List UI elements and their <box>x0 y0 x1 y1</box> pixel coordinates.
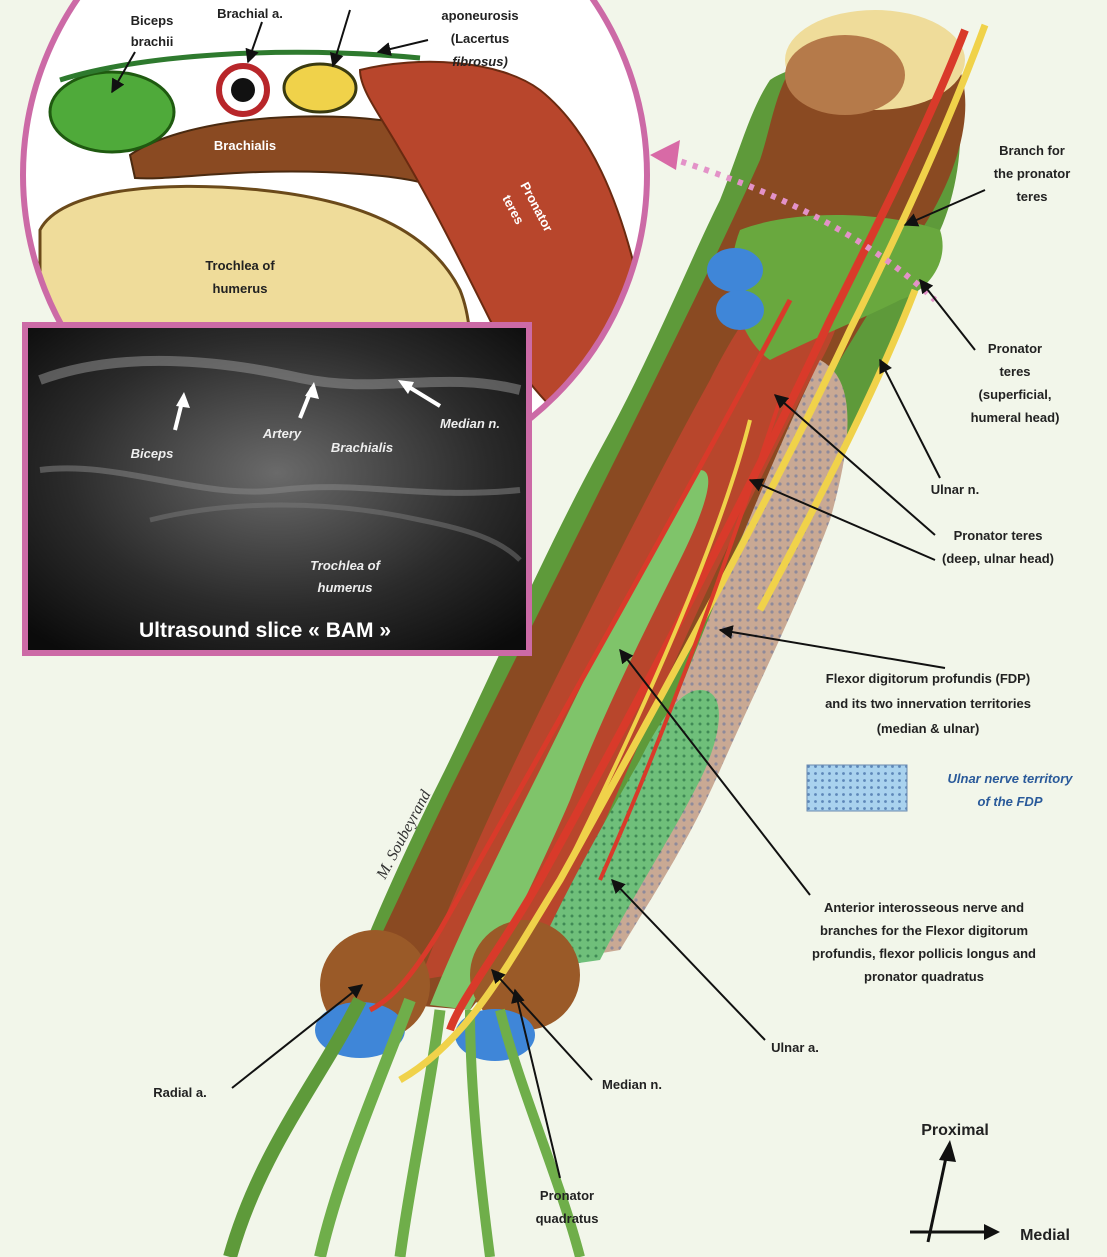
label-fdp-2: and its two innervation territories <box>825 696 1031 711</box>
proximal-bone-blue-1 <box>707 248 763 292</box>
brachial-artery-lumen <box>231 78 255 102</box>
pointer-pronator-superficial <box>920 280 975 350</box>
label-anterior-interosseous-4: pronator quadratus <box>864 969 984 984</box>
label-ulnar-n: Ulnar n. <box>931 482 979 497</box>
label-pronator-deep-1: Pronator teres <box>954 528 1043 543</box>
label-pronator-superficial-3: (superficial, <box>979 387 1052 402</box>
biceps-brachii-muscle <box>50 72 174 152</box>
us-label-artery: Artery <box>262 426 302 441</box>
us-label-brachialis: Brachialis <box>331 440 393 455</box>
arrow-proximal <box>928 1148 948 1242</box>
label-pronator-quadratus-1: Pronator <box>540 1188 594 1203</box>
label-pronator-superficial-4: humeral head) <box>971 410 1060 425</box>
us-label-median-n: Median n. <box>440 416 500 431</box>
label-fdp: Flexor digitorum profundis (FDP) and its… <box>825 671 1031 736</box>
label-anterior-interosseous-3: profundis, flexor pollicis longus and <box>812 946 1036 961</box>
us-label-trochlea-2: humerus <box>318 580 373 595</box>
proximal-bone-blue-2 <box>716 290 764 330</box>
label-aponeurosis-3: fibrosus) <box>452 54 508 69</box>
inset-pointer-head <box>650 140 680 170</box>
label-aponeurosis-1: aponeurosis <box>441 8 518 23</box>
label-fdp-1: Flexor digitorum profundis (FDP) <box>826 671 1030 686</box>
label-pronator-superficial-1: Pronator <box>988 341 1042 356</box>
label-anterior-interosseous-1: Anterior interosseous nerve and <box>824 900 1024 915</box>
label-aponeurosis-2: (Lacertus <box>451 31 510 46</box>
label-branch-pronator: Branch for the pronator teres <box>994 143 1071 204</box>
label-proximal: Proximal <box>921 1122 989 1139</box>
pointer-ulnar-n <box>880 360 940 478</box>
arrowhead-proximal <box>939 1140 956 1162</box>
label-anterior-interosseous-2: branches for the Flexor digitorum <box>820 923 1028 938</box>
label-trochlea-1: Trochlea of <box>205 258 275 273</box>
label-biceps-brachii-2: brachii <box>131 34 174 49</box>
label-brachial-a: Brachial a. <box>217 6 283 21</box>
label-branch-pronator-3: teres <box>1016 189 1047 204</box>
label-ulnar-territory-2: of the FDP <box>978 794 1043 809</box>
arrowhead-medial <box>984 1224 1000 1240</box>
us-label-biceps: Biceps <box>131 446 174 461</box>
ulnar-territory-swatch <box>807 765 907 811</box>
label-ulnar-territory-1: Ulnar nerve territory <box>948 771 1074 786</box>
tendon-3 <box>400 1010 440 1257</box>
label-biceps-brachii-1: Biceps <box>131 13 174 28</box>
label-medial: Medial <box>1020 1227 1070 1244</box>
orientation-compass: Proximal Medial <box>910 1122 1070 1244</box>
label-fdp-3: (median & ulnar) <box>877 721 980 736</box>
label-branch-pronator-2: the pronator <box>994 166 1071 181</box>
ultrasound-panel: Biceps Artery Brachialis Median n. Troch… <box>22 322 532 656</box>
label-median-n: Median n. <box>602 1077 662 1092</box>
ultrasound-title: Ultrasound slice « BAM » <box>139 619 391 642</box>
label-anterior-interosseous: Anterior interosseous nerve and branches… <box>812 900 1036 984</box>
proximal-muscle-cap <box>785 35 905 115</box>
label-pronator-superficial: Pronator teres (superficial, humeral hea… <box>971 341 1060 425</box>
label-radial-a: Radial a. <box>153 1085 206 1100</box>
label-pronator-quadratus-2: quadratus <box>536 1211 599 1226</box>
label-trochlea-2: humerus <box>213 281 268 296</box>
label-ulnar-a: Ulnar a. <box>771 1040 819 1055</box>
label-pronator-deep-2: (deep, ulnar head) <box>942 551 1054 566</box>
label-pronator-deep: Pronator teres (deep, ulnar head) <box>942 528 1054 566</box>
median-nerve-cross-section <box>284 64 356 112</box>
pointer-ulnar-a <box>612 880 765 1040</box>
label-branch-pronator-1: Branch for <box>999 143 1065 158</box>
label-brachialis: Brachialis <box>214 138 276 153</box>
label-pronator-superficial-2: teres <box>999 364 1030 379</box>
us-label-trochlea-1: Trochlea of <box>310 558 382 573</box>
